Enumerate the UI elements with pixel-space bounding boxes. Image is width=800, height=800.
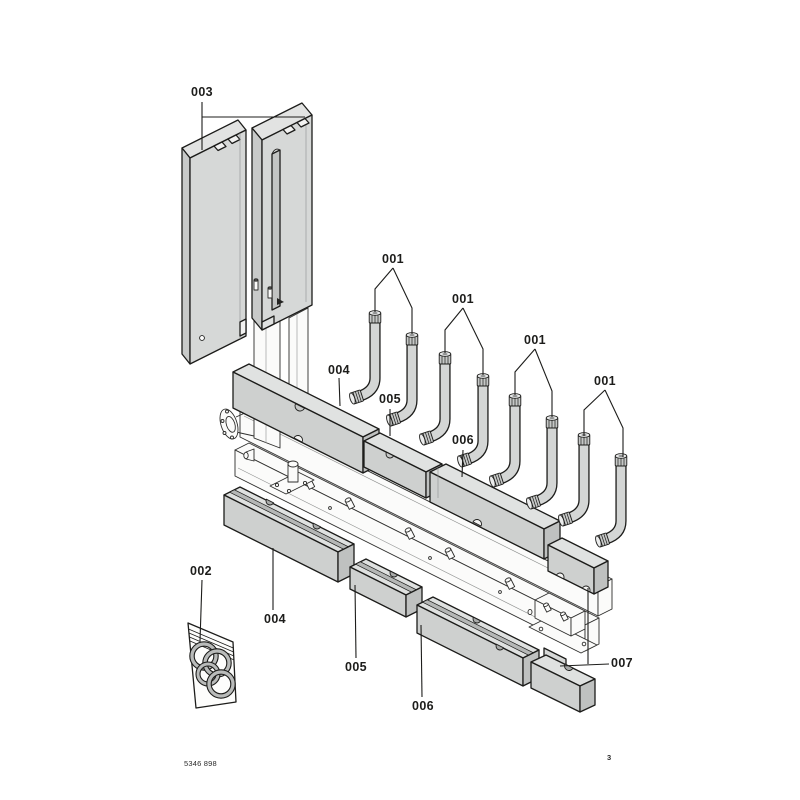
column-pins [253, 278, 284, 305]
insulation-shell-005-upper [363, 432, 443, 499]
callout-006-lower: 006 [411, 699, 435, 713]
connection-pipe-8 [595, 453, 628, 548]
foot-nipple [543, 602, 552, 613]
bag-zip-lines [188, 628, 235, 661]
retaining-clip [277, 298, 284, 305]
connection-pipe-1 [349, 310, 382, 405]
callout-002: 002 [189, 564, 213, 578]
leader-lines [199, 102, 624, 698]
insulation-shell-006-lower [416, 596, 540, 687]
connection-pipe-6 [526, 415, 559, 510]
insulation-shell-004-lower [223, 486, 355, 583]
callout-004-upper: 004 [327, 363, 351, 377]
rail-nipple [444, 547, 456, 560]
rail-nipple [504, 577, 516, 590]
connection-pipe-4 [457, 373, 490, 468]
panel-right-insulation [251, 102, 313, 331]
foot-nipple [560, 611, 569, 622]
page-number: 3 [607, 753, 612, 762]
callout-005-upper: 005 [378, 392, 402, 406]
insulation-shell-007-upper [547, 537, 609, 595]
o-ring [206, 669, 236, 699]
connection-pipe-5 [489, 393, 522, 488]
document-code: 5346 898 [184, 759, 217, 768]
connection-pipes [349, 310, 628, 548]
insulation-shell-007-lower [530, 647, 596, 713]
callout-004-lower: 004 [263, 612, 287, 626]
callout-003: 003 [190, 85, 214, 99]
mounting-flange [219, 408, 255, 440]
rail-nipple [344, 497, 356, 510]
oring-bag [187, 622, 237, 709]
callout-001-c: 001 [523, 333, 547, 347]
rail-nipple [404, 527, 416, 540]
callout-001-a: 001 [381, 252, 405, 266]
insulation-shell-005-lower [349, 558, 423, 618]
mounting-plate [269, 460, 315, 495]
callout-005-lower: 005 [344, 660, 368, 674]
callout-007: 007 [610, 656, 634, 670]
foot-assembly [527, 592, 598, 654]
connection-pipe-3 [419, 351, 452, 446]
callout-006-upper: 006 [451, 433, 475, 447]
panel-left-insulation [181, 119, 247, 365]
connection-pipe-7 [558, 432, 591, 527]
connection-pipe-2 [386, 332, 419, 427]
callout-001-d: 001 [593, 374, 617, 388]
callout-001-b: 001 [451, 292, 475, 306]
